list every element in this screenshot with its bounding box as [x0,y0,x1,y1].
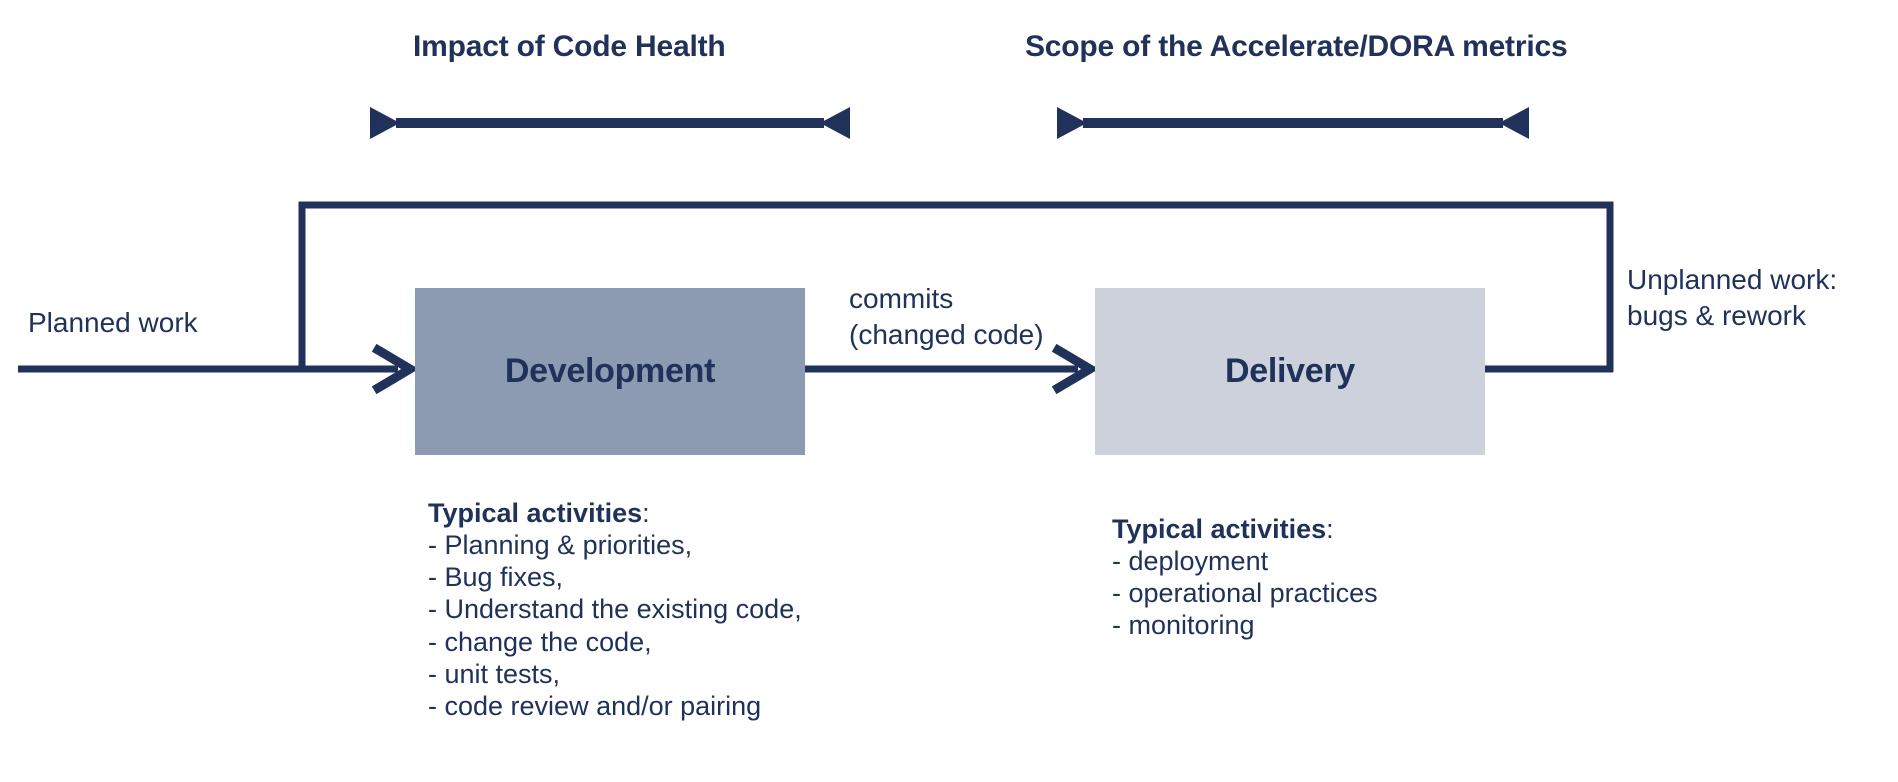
span-arrow-impact-of-code-health [370,105,850,141]
arrowhead-left-icon [1057,107,1087,139]
label-commits: commits (changed code) [849,283,1044,350]
arrowhead-left-icon [370,107,400,139]
section-heading-scope-dora-metrics: Scope of the Accelerate/DORA metrics [1025,30,1568,63]
label-planned-work: Planned work [28,307,198,338]
arrowhead-right-icon [1499,107,1529,139]
activities-development-item: - change the code, [428,626,652,657]
activities-development-item: - Understand the existing code, [428,594,802,625]
arrow-into-delivery-icon [1051,343,1099,395]
activities-development-item: - Planning & priorities, [428,530,693,561]
activities-delivery-item: - operational practices [1112,578,1378,609]
flow-connectors [18,201,1614,395]
activities-delivery-item: - monitoring [1112,610,1255,641]
process-box-delivery-label: Delivery [1225,352,1355,390]
process-box-development[interactable]: Development [415,288,805,455]
arrow-into-development-icon [371,343,419,395]
span-arrow-shaft [1083,118,1503,128]
section-heading-impact-of-code-health: Impact of Code Health [413,30,726,63]
label-unplanned-work: Unplanned work: bugs & rework [1627,264,1838,331]
arrowhead-right-icon [820,107,850,139]
activities-delivery-title: Typical activities: [1112,513,1378,545]
activities-development: Typical activities: - Planning & priorit… [428,497,802,722]
activities-development-item: - unit tests, [428,658,561,689]
activities-development-title-colon: : [642,498,650,528]
process-box-delivery[interactable]: Delivery [1095,288,1485,455]
process-box-development-label: Development [504,352,716,390]
activities-development-title-text: Typical activities [428,498,643,528]
activities-delivery: Typical activities: - deployment - opera… [1112,513,1378,642]
activities-development-item: - code review and/or pairing [428,690,762,721]
activities-delivery-title-text: Typical activities [1112,514,1327,544]
activities-delivery-title-colon: : [1326,514,1334,544]
span-arrow-shaft [396,118,824,128]
unplanned-work-feedback-path [298,201,1614,372]
span-arrow-scope-dora-metrics [1057,105,1529,141]
activities-delivery-item: - deployment [1112,546,1269,577]
activities-development-item: - Bug fixes, [428,562,564,593]
activities-development-title: Typical activities: [428,497,802,529]
